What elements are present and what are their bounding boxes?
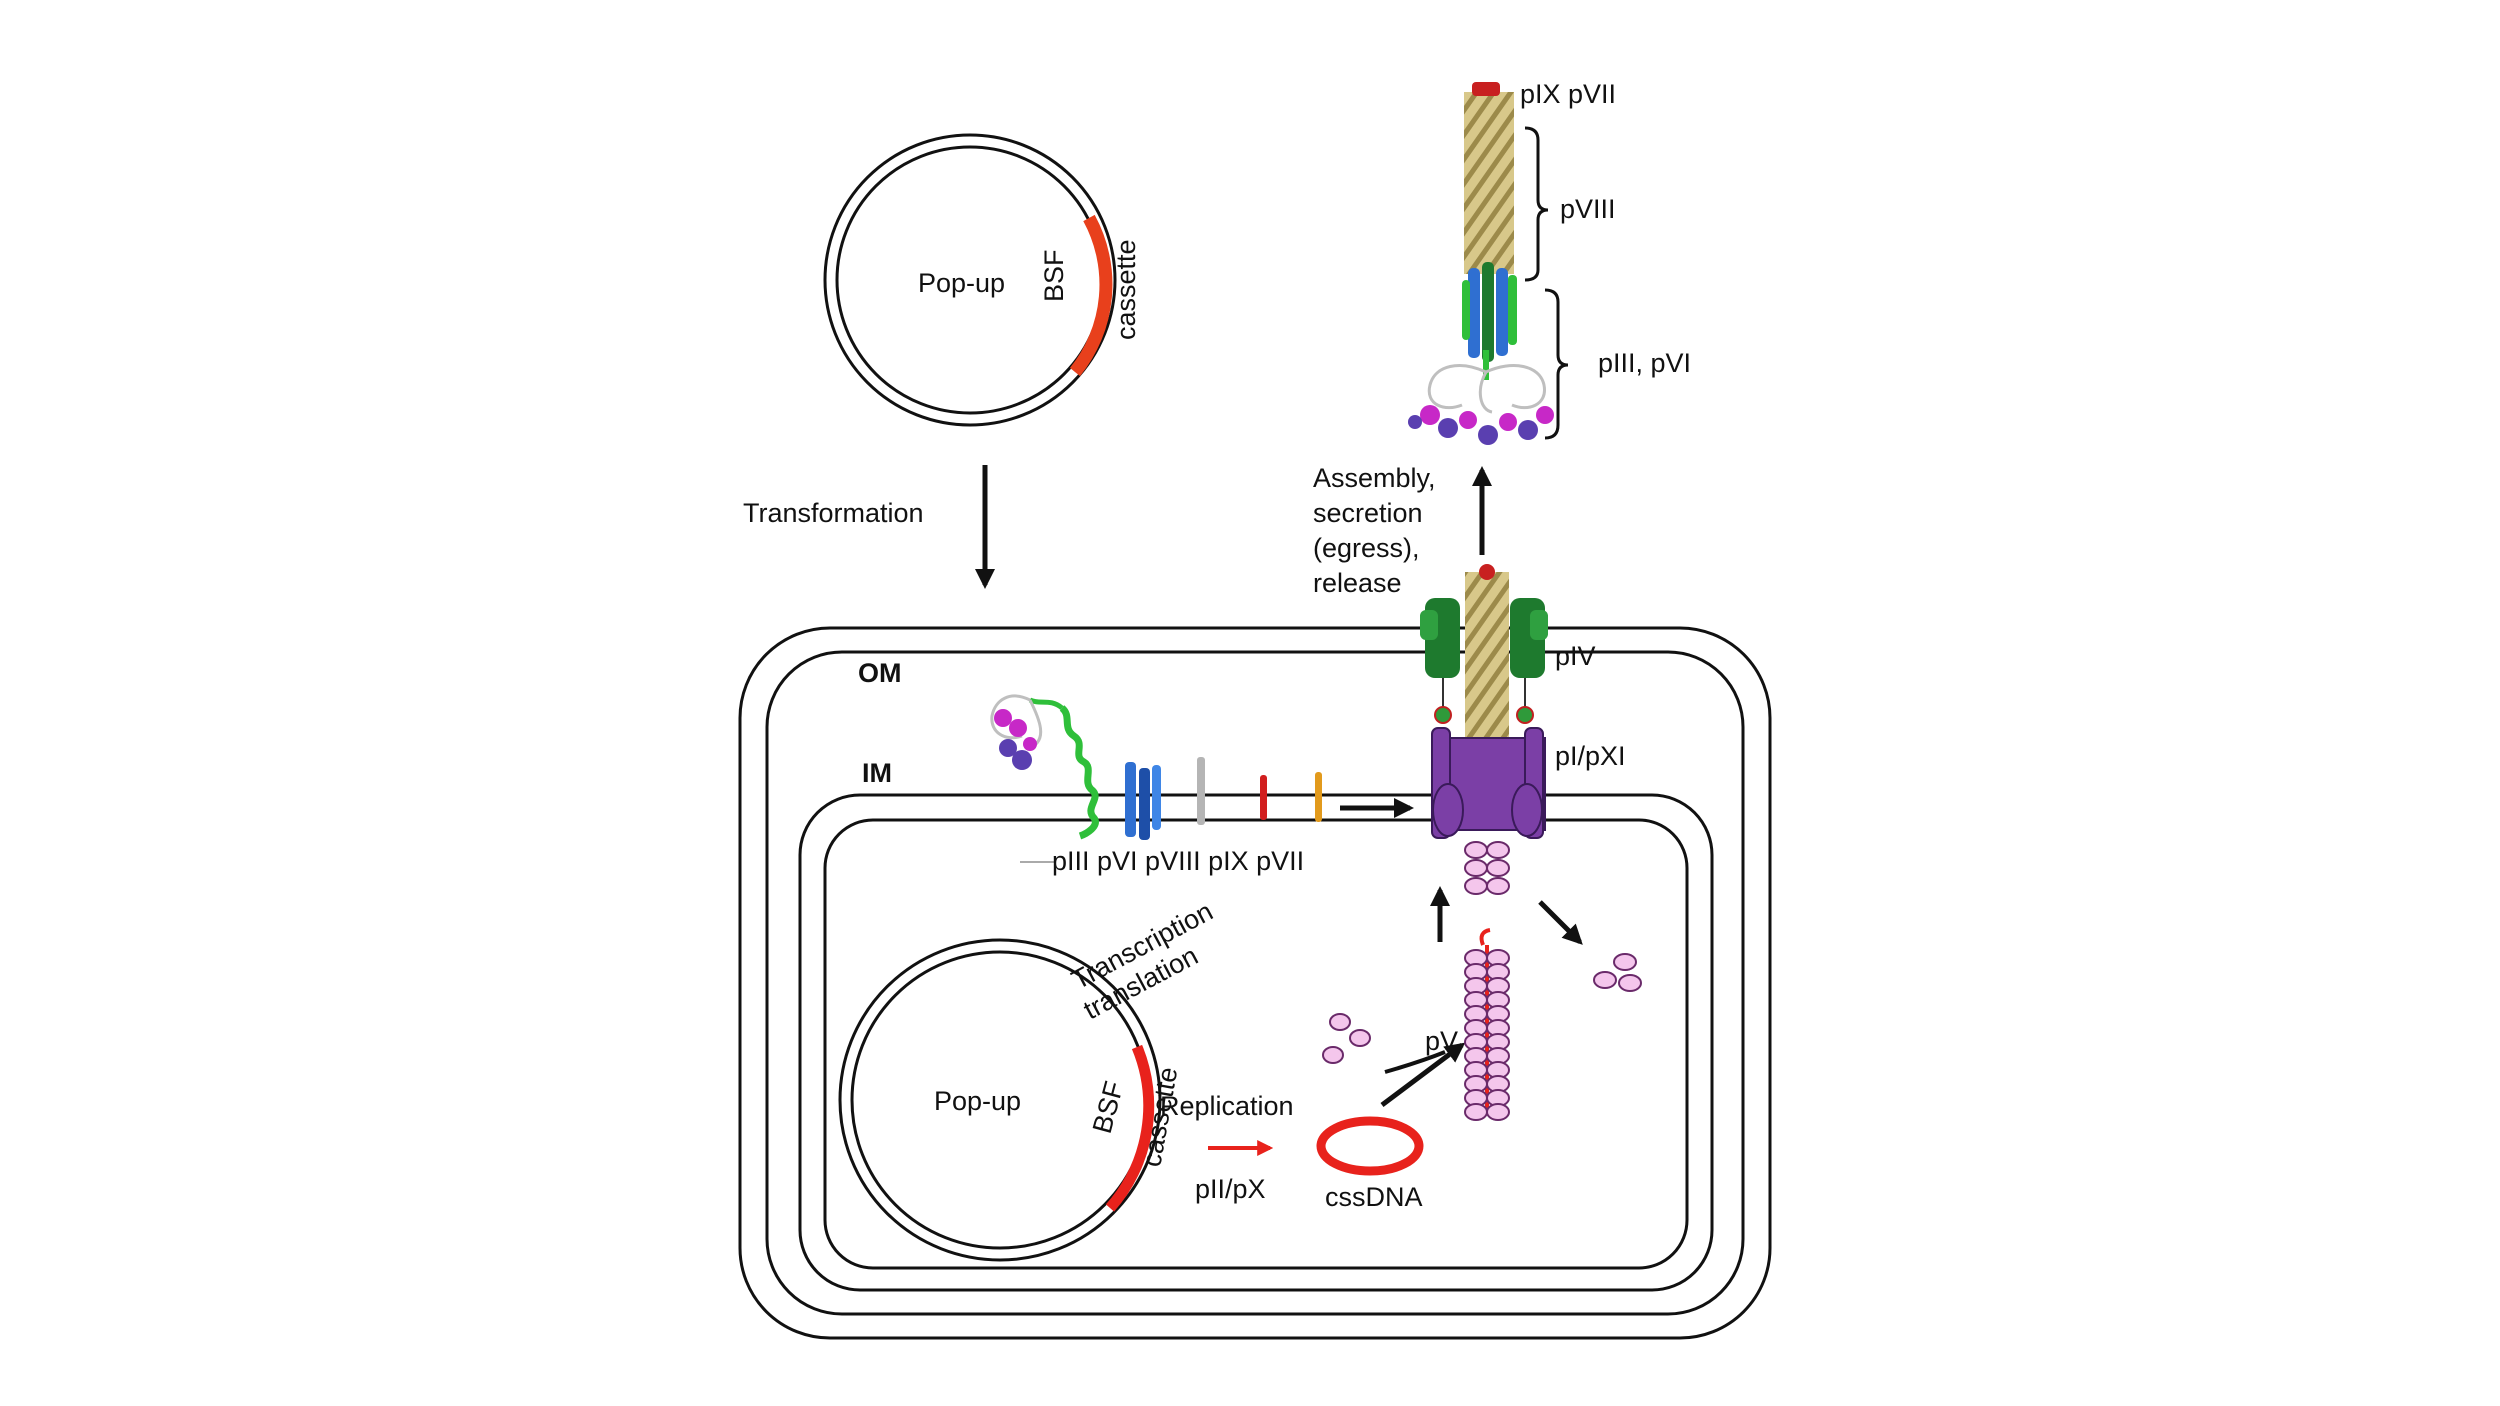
- piii-protein-icon: [1059, 705, 1099, 840]
- pv-release-arrow: [1538, 900, 1583, 945]
- pvi-protein-icon: [1125, 762, 1161, 840]
- membrane-proteins: pIII pVI pVIII pIX pVII: [990, 694, 1322, 876]
- piv-channel: pIV: [1420, 598, 1596, 678]
- transformation-label: Transformation: [743, 498, 924, 528]
- pv-dimer-icon: [1486, 1103, 1510, 1121]
- membrane-proteins-label: pIII pVI pVIII pIX pVII: [1052, 846, 1304, 876]
- popup-plasmid-top: Pop-up BSF cassette: [823, 133, 1141, 427]
- svg-text:(egress),: (egress),: [1313, 533, 1420, 563]
- bsf-label-top: BSF: [1039, 249, 1069, 302]
- bsf-label-inner: BSF: [1087, 1078, 1130, 1136]
- phage-base-label: pIII, pVI: [1598, 348, 1691, 378]
- pv-dimer-icon: [1464, 1103, 1488, 1121]
- phage-tip-label: pIX pVII: [1520, 79, 1616, 109]
- cssdna-to-pv-complex-arrow: [1380, 1042, 1466, 1107]
- nascent-phage-body: [1465, 572, 1509, 768]
- pv-dimer-icon: [1486, 841, 1510, 859]
- pv-dimer-icon: [1486, 859, 1510, 877]
- inner-membrane: [798, 793, 1714, 1292]
- cassette-label-top: cassette: [1111, 239, 1141, 340]
- phage-braces: [1524, 126, 1569, 440]
- pv-dimer-icon: [1486, 877, 1510, 895]
- pv-cluster: pV: [1322, 1013, 1458, 1074]
- cssdna: cssDNA: [1316, 1116, 1424, 1212]
- pv-dimer-icon: [1464, 877, 1488, 895]
- popup-label-inner: Pop-up: [934, 1086, 1021, 1116]
- cssdna-label: cssDNA: [1325, 1182, 1423, 1212]
- svg-text:release: release: [1313, 568, 1402, 598]
- svg-text:Assembly,: Assembly,: [1313, 463, 1436, 493]
- filamentous-phage-icon: [1408, 82, 1554, 445]
- transformation-step: Transformation: [743, 465, 995, 589]
- pv-dimer-icon: [1464, 841, 1488, 859]
- piv-label: pIV: [1555, 641, 1596, 671]
- bacterial-cell: OM IM: [738, 626, 1772, 1340]
- bsf-cassette-arc-top: [1069, 214, 1113, 377]
- pi-pxi-label: pI/pXI: [1555, 741, 1626, 771]
- pv-column: [1464, 949, 1510, 1121]
- phage-body-label: pVIII: [1560, 194, 1616, 224]
- pv-under-channel: [1464, 841, 1510, 895]
- assembly-label: Assembly, secretion (egress), release: [1313, 463, 1436, 598]
- bsf-cassette-arc-inner: [1105, 1044, 1155, 1212]
- replication-label: Replication: [1160, 1091, 1294, 1121]
- pi-pxi-channel: pI/pXI: [1431, 727, 1626, 839]
- svg-text:secretion: secretion: [1313, 498, 1423, 528]
- pii-px-label: pII/pX: [1195, 1174, 1266, 1204]
- pv-dimer-icon: [1464, 859, 1488, 877]
- om-label: OM: [858, 658, 902, 688]
- pviii-protein-icon: [1197, 757, 1205, 825]
- released-pv: [1593, 953, 1642, 992]
- replication-step: Replication pII/pX: [1160, 1091, 1294, 1204]
- outer-membrane: [738, 626, 1772, 1340]
- im-label: IM: [862, 758, 892, 788]
- pvii-protein-icon: [1315, 772, 1322, 822]
- pix-protein-icon: [1260, 775, 1267, 820]
- popup-label-top: Pop-up: [918, 268, 1005, 298]
